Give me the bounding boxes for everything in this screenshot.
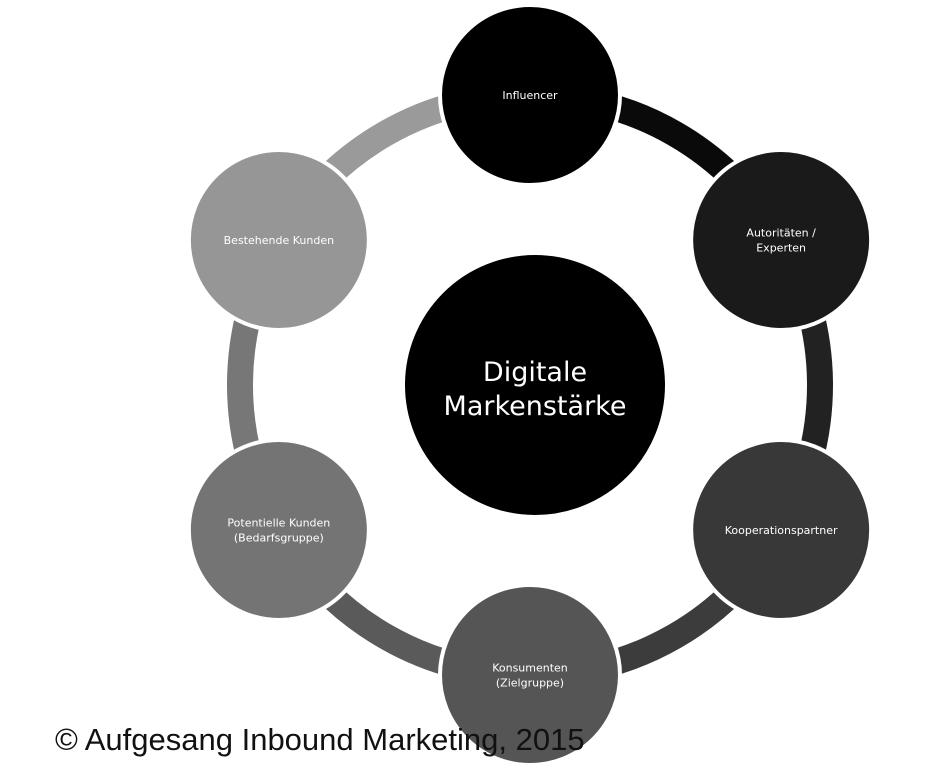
- node-konsumenten: Konsumenten (Zielgruppe): [438, 583, 622, 767]
- node-autoritäten: Autoritäten / Experten: [689, 148, 874, 332]
- copyright-text: © Aufgesang Inbound Marketing, 2015: [55, 722, 585, 757]
- node-influencer: Influencer: [438, 3, 622, 187]
- center-label: Digitale: [483, 357, 587, 388]
- node-potentielle-kunden: Potentielle Kunden (Bedarfsgruppe): [186, 438, 371, 622]
- node-kooperationspartner: Kooperationspartner: [689, 438, 874, 622]
- node-label: Potentielle Kunden: [227, 517, 330, 530]
- node-label: Konsumenten: [492, 662, 568, 675]
- node-label: (Bedarfsgruppe): [234, 532, 324, 545]
- center-circle: [401, 251, 669, 519]
- node-label: Kooperationspartner: [725, 524, 838, 537]
- node-circle: [438, 583, 622, 767]
- node-circle: [689, 148, 874, 332]
- node-bestehende-kunden: Bestehende Kunden: [186, 148, 371, 332]
- node-circle: [438, 3, 622, 187]
- node-circle: [186, 438, 371, 622]
- node-circle: [689, 438, 874, 622]
- node-label: Autoritäten /: [746, 227, 816, 240]
- node-label: Influencer: [502, 89, 558, 102]
- node-label: Bestehende Kunden: [224, 234, 334, 247]
- node-label: Experten: [756, 242, 806, 255]
- node-label: (Zielgruppe): [496, 677, 564, 690]
- node-circle: [186, 148, 371, 332]
- center-label: Markenstärke: [444, 391, 627, 422]
